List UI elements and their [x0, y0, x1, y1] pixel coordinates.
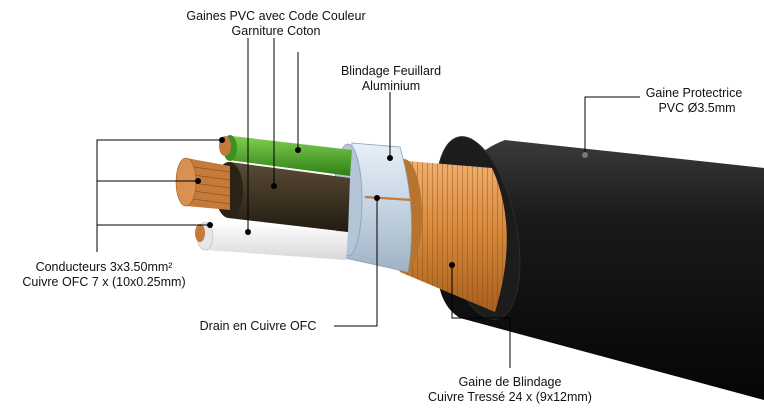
- label-outer-jacket-line1: Gaine Protectrice: [646, 86, 743, 100]
- leader-dots: [195, 137, 588, 268]
- leader-drain: [334, 198, 378, 327]
- label-pvc-sheaths-line2: Garniture Coton: [232, 24, 321, 38]
- leader-braid: [451, 265, 511, 368]
- copper-strands: [175, 157, 231, 210]
- label-foil-shield-line2: Aluminium: [362, 79, 420, 93]
- label-braid-shield-line1: Gaine de Blindage: [459, 375, 562, 389]
- label-foil-shield-line1: Blindage Feuillard: [341, 64, 441, 78]
- braid-shield: [386, 159, 507, 312]
- green-conductor: [219, 135, 352, 176]
- white-conductor: [195, 221, 348, 260]
- label-braid-shield-line2: Cuivre Tressé 24 x (9x12mm): [428, 390, 592, 404]
- label-conductors-line2: Cuivre OFC 7 x (10x0.25mm): [22, 275, 185, 289]
- label-drain: Drain en Cuivre OFC: [200, 319, 317, 333]
- drain-wire: [364, 195, 413, 202]
- label-conductors-line1: Conducteurs 3x3.50mm²: [36, 260, 173, 274]
- leader-lines: [96, 38, 640, 368]
- label-outer-jacket-line2: PVC Ø3.5mm: [658, 101, 735, 115]
- leader-conductors-top: [96, 139, 222, 252]
- leader-jacket: [584, 96, 640, 155]
- label-pvc-sheaths-line1: Gaines PVC avec Code Couleur: [186, 9, 365, 23]
